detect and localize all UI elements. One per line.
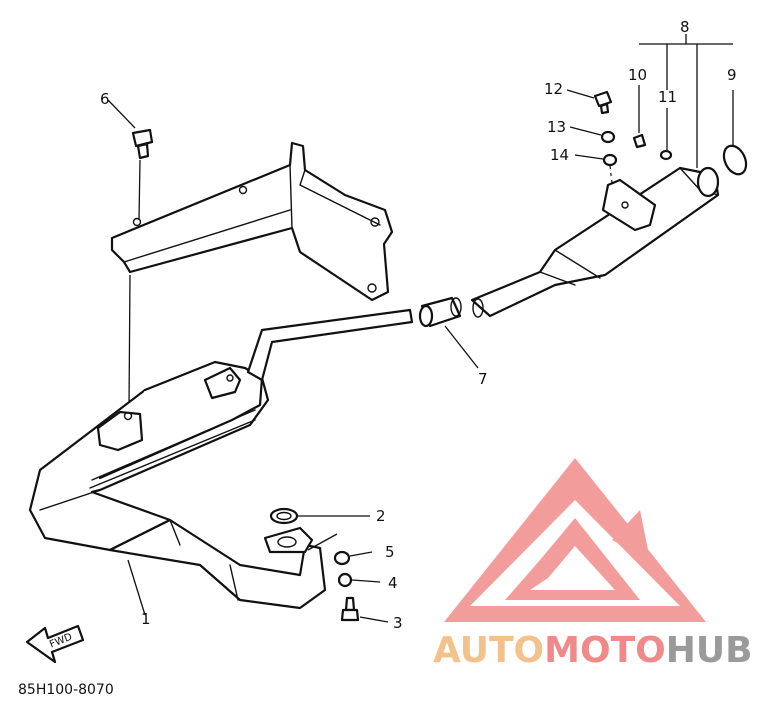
callout-2: 2 (376, 507, 386, 525)
mount-alignment-line (128, 274, 131, 409)
callout-14: 14 (550, 146, 569, 164)
fwd-arrow-icon (25, 624, 85, 664)
gasket-9 (722, 144, 748, 176)
nut-13 (569, 126, 616, 144)
stud-3 (340, 596, 389, 623)
silencer-8 (470, 166, 720, 318)
callout-8: 8 (680, 18, 690, 36)
leader-5-group (307, 533, 338, 551)
callout-11: 11 (658, 88, 677, 106)
callout-3: 3 (393, 614, 403, 632)
callout-12: 12 (544, 80, 563, 98)
frame-bracket (110, 141, 394, 302)
watermark-text: AUTOMOTOHUB (433, 630, 753, 671)
callout-7: 7 (478, 370, 488, 388)
watermark-hub: HUB (666, 630, 753, 671)
leader-1 (127, 559, 146, 616)
callout-13: 13 (547, 118, 566, 136)
washer-4 (337, 572, 381, 588)
callout-6: 6 (100, 90, 110, 108)
watermark-logo-icon (444, 458, 706, 622)
drawing-code: 85H100-8070 (18, 682, 114, 698)
gasket-2 (269, 507, 299, 525)
bolt-12 (566, 89, 613, 115)
callout-4: 4 (388, 574, 398, 592)
leader-6 (107, 99, 136, 129)
callout-9: 9 (727, 66, 737, 84)
callout-5: 5 (385, 543, 395, 561)
bolt-6 (131, 128, 154, 221)
washer-14 (574, 153, 618, 167)
watermark-auto: AUTO (433, 630, 544, 671)
screw-10 (632, 85, 647, 149)
callout-1: 1 (141, 610, 151, 628)
joint-7 (418, 296, 479, 369)
nut-5 (333, 550, 373, 566)
washer-11 (659, 108, 673, 161)
muffler-1 (28, 308, 414, 610)
leader-8 (639, 34, 733, 168)
mount-alignment-line-right (609, 165, 613, 184)
callout-10: 10 (628, 66, 647, 84)
watermark-moto: MOTO (544, 630, 666, 671)
